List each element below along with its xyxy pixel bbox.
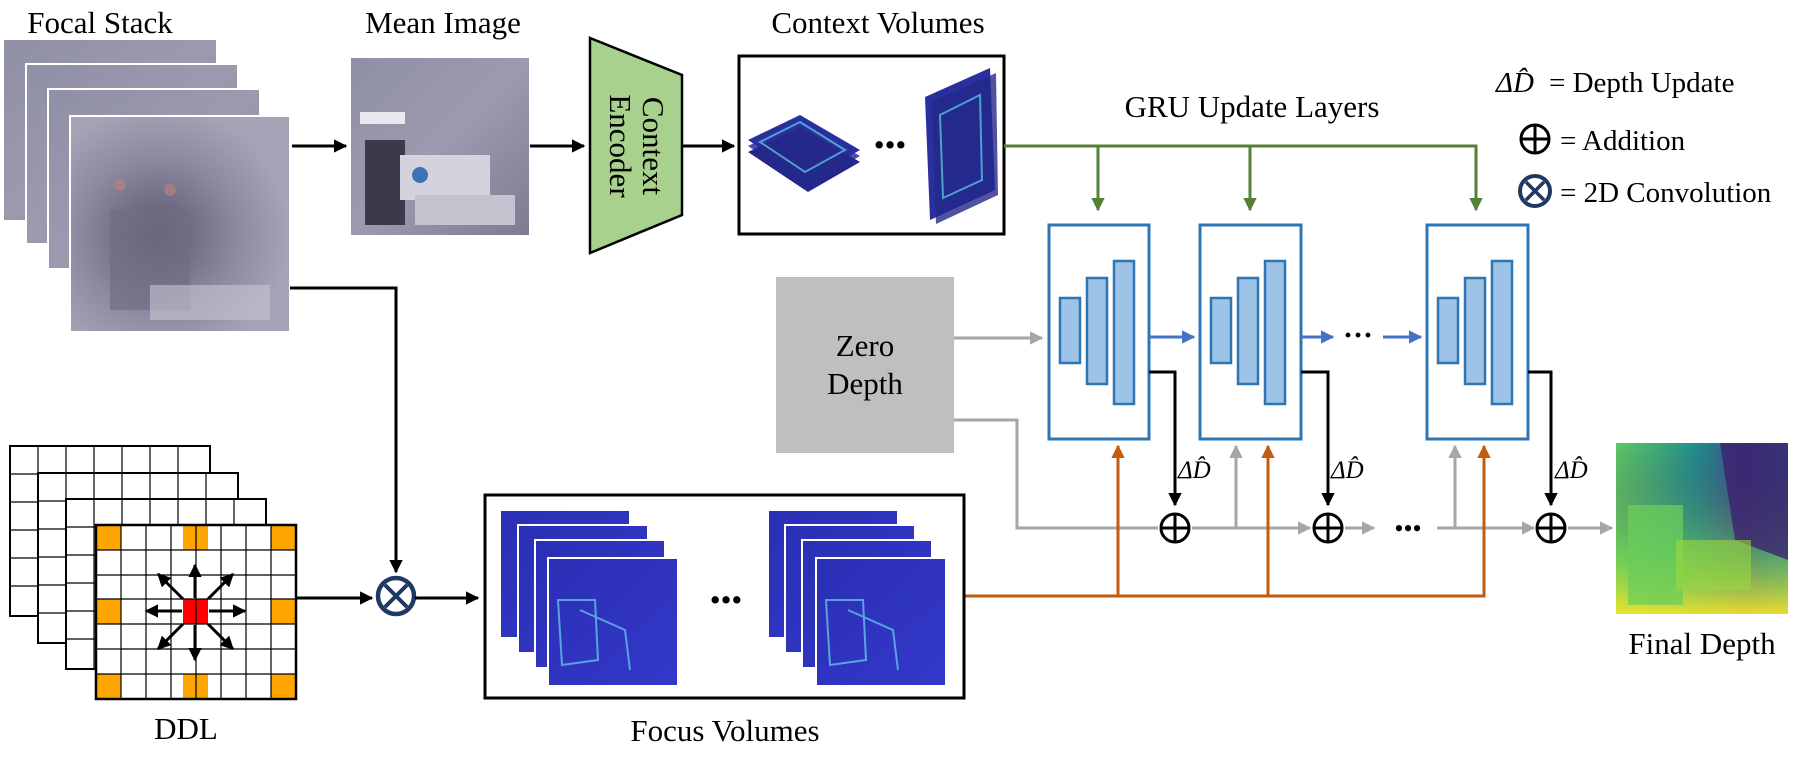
context-to-gru-arrows: [1004, 144, 1483, 212]
context-volume-stack-right: [925, 68, 998, 224]
final-depth-image: [1616, 443, 1788, 614]
focus-to-gru-arrows: [964, 444, 1491, 598]
depth-update-arrows: [1149, 370, 1558, 507]
gru-block-3: [1425, 223, 1530, 441]
focus-volumes-label: Focus Volumes: [630, 713, 819, 748]
context-volumes-label: Context Volumes: [771, 5, 984, 40]
ddl-label: DDL: [154, 711, 218, 746]
ddl-grid: [9, 445, 298, 701]
legend-depth-update-text: = Depth Update: [1549, 67, 1734, 99]
addition-node-1: [1159, 512, 1191, 544]
ddl-front-grid: [94, 523, 298, 701]
gru-block-1: [1047, 223, 1151, 441]
focus-volume-stack-right: [767, 509, 947, 687]
legend-convolution-text: = 2D Convolution: [1560, 177, 1772, 209]
legend-addition-icon: [1519, 123, 1551, 155]
context-encoder-label-line2: Encoder: [603, 94, 638, 198]
addition-node-3: [1535, 512, 1567, 544]
hidden-state-ellipsis: ···: [1343, 319, 1373, 352]
context-volume-stack-left: [748, 115, 860, 192]
context-encoder-block: [588, 36, 684, 255]
mean-image-label: Mean Image: [365, 5, 521, 40]
depth-update-label-3: ΔD̂: [1554, 456, 1588, 484]
legend-addition-text: = Addition: [1560, 125, 1686, 157]
gru-block-2: [1198, 223, 1303, 441]
mean-image: [351, 58, 529, 235]
depth-flow-gray-arrows: [954, 331, 1614, 535]
zero-depth-label-line1: Zero: [836, 328, 895, 363]
zero-depth-label-line2: Depth: [827, 366, 903, 401]
focus-volume-stack-left: [499, 509, 679, 687]
depth-flow-ellipsis: •••: [1394, 514, 1421, 543]
context-volumes-ellipsis: •••: [874, 127, 907, 162]
focus-volumes-ellipsis: •••: [710, 582, 743, 617]
addition-node-2: [1312, 512, 1344, 544]
focal-stack-label: Focal Stack: [27, 5, 173, 40]
legend-depth-update-symbol: ΔD̂: [1495, 66, 1534, 99]
final-depth-label: Final Depth: [1628, 626, 1776, 661]
legend-convolution-icon: [1518, 174, 1552, 208]
legend: ΔD̂ = Depth Update = Addition = 2D Convo…: [1495, 66, 1772, 209]
depth-update-label-2: ΔD̂: [1330, 456, 1364, 484]
zero-depth-block: [776, 277, 954, 453]
ddl-dilation-arrows: [144, 563, 247, 662]
depth-update-label-1: ΔD̂: [1177, 456, 1211, 484]
arrow-focal-to-conv: [290, 286, 403, 574]
gru-update-layers-label: GRU Update Layers: [1125, 89, 1380, 124]
convolution-node: [375, 575, 417, 617]
focal-stack-images: [4, 40, 291, 333]
context-encoder-label-line1: Context: [636, 97, 671, 196]
